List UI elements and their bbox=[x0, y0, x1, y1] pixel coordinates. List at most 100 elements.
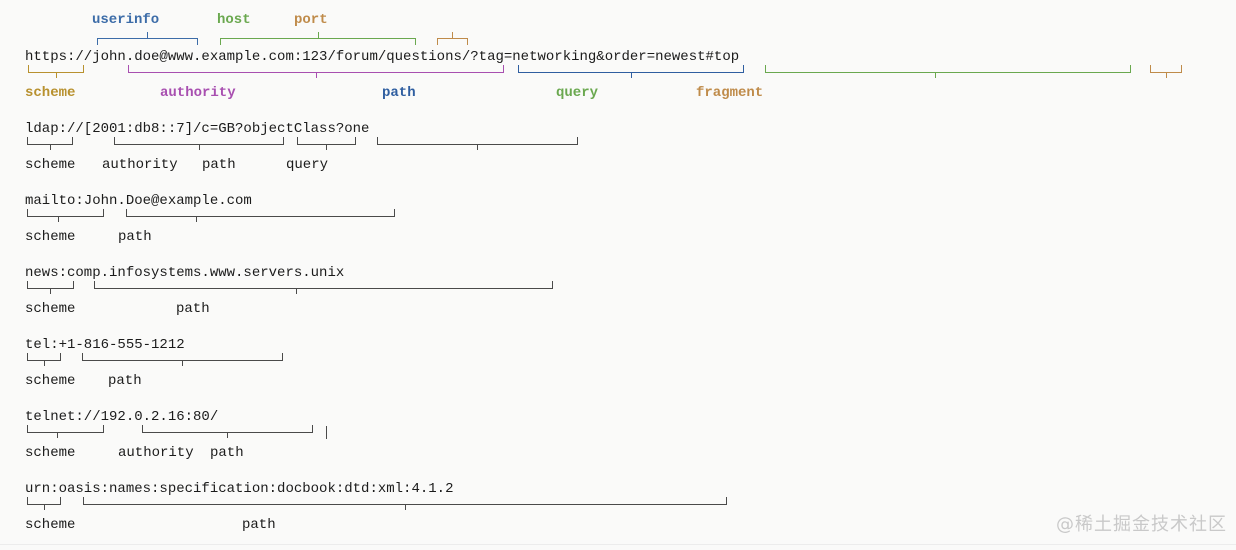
path-bracket-right-tick bbox=[726, 497, 727, 504]
authority-bracket-left-tick bbox=[142, 425, 143, 432]
path-bracket bbox=[82, 353, 283, 366]
component-label-scheme: scheme bbox=[25, 301, 76, 317]
path-bracket-left-tick bbox=[82, 353, 83, 360]
path-bracket-center-tick bbox=[182, 360, 183, 366]
path-bracket-left-tick bbox=[126, 209, 127, 216]
scheme-bracket-left-tick bbox=[28, 65, 29, 72]
scheme-bracket-left-tick bbox=[27, 137, 28, 144]
path-bracket-right-tick bbox=[355, 137, 356, 144]
path-bracket-right-tick bbox=[743, 65, 744, 72]
uri-text: urn:oasis:names:specification:docbook:dt… bbox=[25, 481, 454, 497]
scheme-bracket-center-tick bbox=[44, 360, 45, 366]
userinfo-brace-center-tick bbox=[147, 32, 148, 38]
component-label-fragment: fragment bbox=[696, 85, 764, 101]
scheme-bracket-left-tick bbox=[27, 281, 28, 288]
component-label-scheme: scheme bbox=[25, 85, 76, 101]
component-label-path: path bbox=[382, 85, 416, 101]
component-label-authority: authority bbox=[160, 85, 236, 101]
path-bracket-center-tick bbox=[296, 288, 297, 294]
scheme-bracket-right-tick bbox=[73, 281, 74, 288]
component-label-scheme: scheme bbox=[25, 445, 76, 461]
scheme-bracket-right-tick bbox=[103, 209, 104, 216]
path-bracket-right-tick bbox=[394, 209, 395, 216]
scheme-bracket-center-tick bbox=[50, 288, 51, 294]
path-bracket-line bbox=[126, 216, 395, 217]
userinfo-brace-right-tick bbox=[197, 38, 198, 45]
authority-bracket-center-tick bbox=[316, 72, 317, 78]
path-bracket bbox=[83, 497, 727, 510]
port-brace-center-tick bbox=[452, 32, 453, 38]
port-brace-line bbox=[437, 38, 468, 39]
fragment-bracket bbox=[1150, 65, 1182, 78]
authority-bracket-right-tick bbox=[283, 137, 284, 144]
authority-bracket bbox=[114, 137, 284, 150]
authority-bracket-right-tick bbox=[503, 65, 504, 72]
authority-bracket-right-tick bbox=[312, 425, 313, 432]
path-bracket-left-tick bbox=[94, 281, 95, 288]
query-bracket-center-tick bbox=[935, 72, 936, 78]
path-bracket-line bbox=[94, 288, 553, 289]
scheme-bracket-center-tick bbox=[44, 504, 45, 510]
scheme-bracket-left-tick bbox=[27, 425, 28, 432]
component-label-authority: authority bbox=[118, 445, 194, 461]
authority-bracket-center-tick bbox=[227, 432, 228, 438]
bottom-divider bbox=[0, 544, 1236, 545]
watermark: @稀土掘金技术社区 bbox=[1056, 514, 1227, 535]
component-label-host: host bbox=[217, 12, 251, 28]
component-label-scheme: scheme bbox=[25, 373, 76, 389]
component-label-path: path bbox=[210, 445, 244, 461]
path-bracket-center-tick bbox=[196, 216, 197, 222]
path-mark-bar bbox=[326, 426, 327, 439]
path-bracket bbox=[94, 281, 553, 294]
scheme-bracket-right-tick bbox=[103, 425, 104, 432]
fragment-bracket-right-tick bbox=[1181, 65, 1182, 72]
authority-bracket bbox=[128, 65, 504, 78]
scheme-bracket-line bbox=[27, 216, 104, 217]
query-bracket-left-tick bbox=[765, 65, 766, 72]
uri-text: telnet://192.0.2.16:80/ bbox=[25, 409, 219, 425]
component-label-scheme: scheme bbox=[25, 229, 76, 245]
scheme-bracket-right-tick bbox=[72, 137, 73, 144]
query-bracket-center-tick bbox=[477, 144, 478, 150]
uri-text: news:comp.infosystems.www.servers.unix bbox=[25, 265, 345, 281]
path-bracket-right-tick bbox=[282, 353, 283, 360]
scheme-bracket-left-tick bbox=[27, 353, 28, 360]
uri-text: ldap://[2001:db8::7]/c=GB?objectClass?on… bbox=[25, 121, 370, 137]
port-brace bbox=[437, 32, 468, 45]
host-brace-center-tick bbox=[318, 32, 319, 38]
component-label-path: path bbox=[242, 517, 276, 533]
component-label-scheme: scheme bbox=[25, 157, 76, 173]
scheme-bracket bbox=[27, 209, 104, 222]
path-bracket-center-tick bbox=[326, 144, 327, 150]
host-brace-line bbox=[220, 38, 416, 39]
component-label-query: query bbox=[286, 157, 329, 173]
authority-bracket-left-tick bbox=[114, 137, 115, 144]
scheme-bracket bbox=[27, 497, 61, 510]
uri-text: tel:+1-816-555-1212 bbox=[25, 337, 185, 353]
host-brace-left-tick bbox=[220, 38, 221, 45]
host-brace bbox=[220, 32, 416, 45]
path-bracket-right-tick bbox=[552, 281, 553, 288]
component-label-path: path bbox=[118, 229, 152, 245]
scheme-bracket-right-tick bbox=[60, 497, 61, 504]
authority-bracket-center-tick bbox=[199, 144, 200, 150]
component-label-path: path bbox=[108, 373, 142, 389]
scheme-bracket-right-tick bbox=[60, 353, 61, 360]
scheme-bracket bbox=[27, 353, 61, 366]
query-bracket bbox=[765, 65, 1131, 78]
path-bracket-left-tick bbox=[518, 65, 519, 72]
component-label-authority: authority bbox=[102, 157, 178, 173]
query-bracket-right-tick bbox=[1130, 65, 1131, 72]
path-bracket-left-tick bbox=[83, 497, 84, 504]
uri-text: mailto:John.Doe@example.com bbox=[25, 193, 252, 209]
scheme-bracket-center-tick bbox=[50, 144, 51, 150]
authority-bracket bbox=[142, 425, 313, 438]
path-bracket-left-tick bbox=[297, 137, 298, 144]
path-bracket bbox=[126, 209, 395, 222]
component-label-path: path bbox=[202, 157, 236, 173]
path-bracket-center-tick bbox=[631, 72, 632, 78]
userinfo-brace bbox=[97, 32, 198, 45]
query-bracket-line bbox=[765, 72, 1131, 73]
fragment-bracket-center-tick bbox=[1166, 72, 1167, 78]
